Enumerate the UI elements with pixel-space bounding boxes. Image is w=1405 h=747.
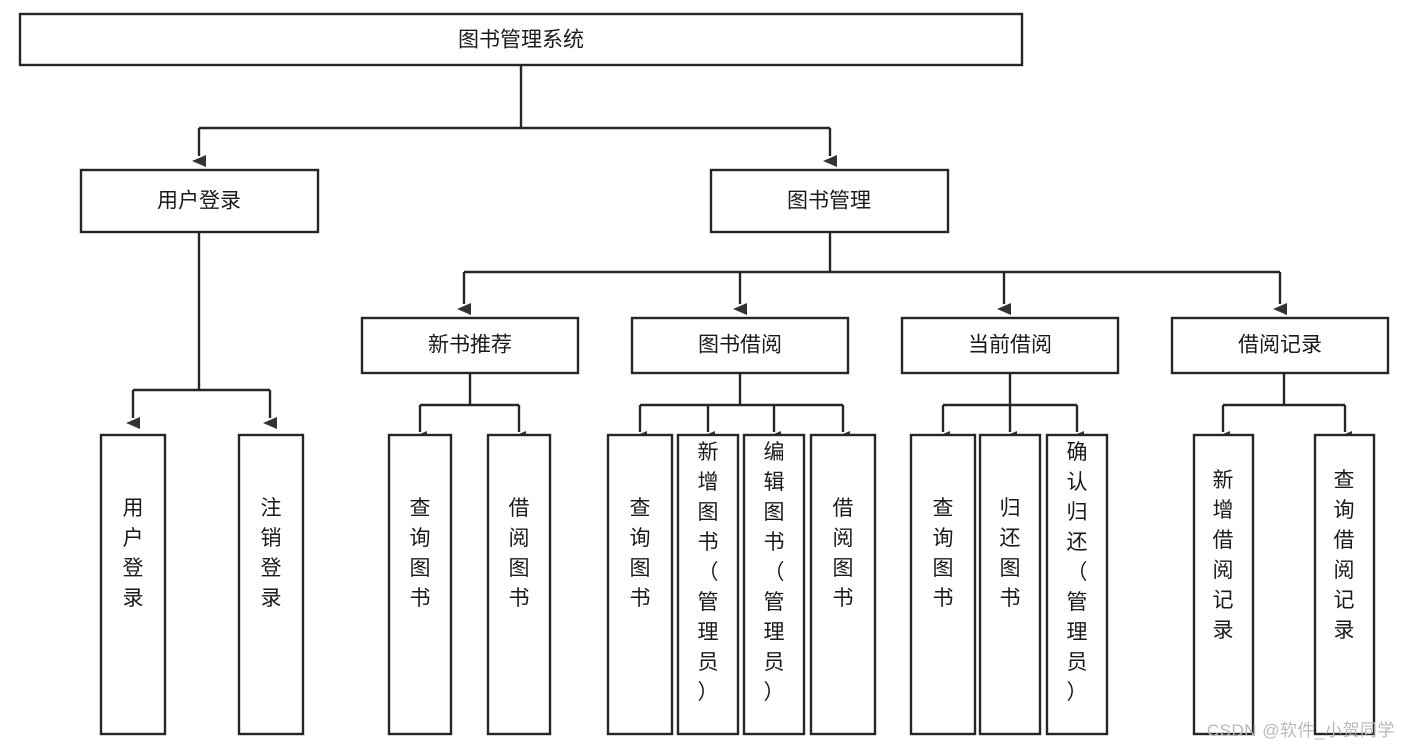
leaf-nb-borrow-book-box[interactable] [486, 433, 552, 736]
connector-group-book-borrow [633, 373, 850, 443]
leaf-cb-return-book-box[interactable] [978, 433, 1042, 736]
node-borrow-record-box[interactable] [1170, 316, 1390, 375]
leaf-bb-edit-book[interactable]: 编辑图书（管理员） [742, 433, 806, 736]
leaf-br-query-record-label: 查询借阅记录 [1334, 469, 1355, 642]
node-book-borrow-box[interactable] [630, 316, 850, 375]
leaf-bb-edit-book-box[interactable] [742, 433, 806, 736]
node-root-box[interactable] [18, 12, 1024, 67]
leaf-bb-query-book-box[interactable] [606, 433, 674, 736]
leaf-bb-edit-book-label: 编辑图书（管理员） [764, 441, 785, 704]
node-borrow-record[interactable]: 借阅记录 [1170, 316, 1390, 375]
node-user-login-label: 用户登录 [157, 190, 241, 213]
leaf-bb-query-book-label: 查询图书 [630, 497, 651, 610]
leaf-cb-return-book[interactable]: 归还图书 [978, 433, 1042, 736]
leaf-br-add-record-label: 新增借阅记录 [1213, 469, 1234, 642]
connector-group-new-book [413, 373, 526, 443]
node-book-borrow-label: 图书借阅 [698, 334, 782, 357]
node-new-book-box[interactable] [360, 316, 580, 375]
node-root-label: 图书管理系统 [458, 29, 584, 52]
node-new-book[interactable]: 新书推荐 [360, 316, 580, 375]
leaf-logout-box[interactable] [237, 433, 305, 736]
leaf-bb-borrow-book[interactable]: 借阅图书 [809, 433, 877, 736]
leaf-bb-add-book[interactable]: 新增图书（管理员） [676, 433, 740, 736]
leaf-cb-confirm-return[interactable]: 确认归还（管理员） [1045, 433, 1109, 736]
leaf-nb-query-book[interactable]: 查询图书 [387, 433, 453, 736]
leaf-nb-borrow-book[interactable]: 借阅图书 [486, 433, 552, 736]
node-user-login-box[interactable] [79, 168, 320, 234]
leaf-br-query-record-box[interactable] [1313, 433, 1376, 736]
leaf-nb-query-book-label: 查询图书 [410, 497, 431, 610]
connector-group-borrow-record [1216, 373, 1352, 443]
node-root[interactable]: 图书管理系统 [18, 12, 1024, 67]
leaf-user-login-box[interactable] [99, 433, 167, 736]
leaf-cb-query-book[interactable]: 查询图书 [909, 433, 977, 736]
node-current-borrow[interactable]: 当前借阅 [900, 316, 1120, 375]
leaf-bb-add-book-box[interactable] [676, 433, 740, 736]
leaf-bb-borrow-book-label: 借阅图书 [833, 497, 854, 610]
node-book-borrow[interactable]: 图书借阅 [630, 316, 850, 375]
leaf-logout[interactable]: 注销登录 [237, 433, 305, 736]
connector-group-user-login [126, 232, 277, 429]
leaf-logout-label: 注销登录 [261, 497, 282, 610]
csdn-watermark: CSDN @软件_小贺同学 [1206, 721, 1395, 740]
leaf-cb-confirm-return-label: 确认归还（管理员） [1067, 441, 1088, 704]
node-book-manage-label: 图书管理 [787, 190, 871, 213]
connector-group-book-manage [457, 232, 1287, 315]
leaf-br-add-record[interactable]: 新增借阅记录 [1192, 433, 1255, 736]
leaf-nb-borrow-book-label: 借阅图书 [509, 497, 530, 610]
connector-group-root [192, 65, 837, 167]
node-current-borrow-label: 当前借阅 [968, 334, 1052, 357]
node-new-book-label: 新书推荐 [428, 334, 512, 357]
node-book-manage[interactable]: 图书管理 [709, 168, 950, 234]
leaf-bb-borrow-book-box[interactable] [809, 433, 877, 736]
node-current-borrow-box[interactable] [900, 316, 1120, 375]
leaf-nb-query-book-box[interactable] [387, 433, 453, 736]
leaf-user-login-label: 用户登录 [123, 497, 144, 610]
node-book-manage-box[interactable] [709, 168, 950, 234]
leaf-cb-confirm-return-box[interactable] [1045, 433, 1109, 736]
node-user-login[interactable]: 用户登录 [79, 168, 320, 234]
leaf-cb-query-book-label: 查询图书 [933, 497, 954, 610]
node-borrow-record-label: 借阅记录 [1238, 334, 1322, 357]
leaf-br-query-record[interactable]: 查询借阅记录 [1313, 433, 1376, 736]
leaf-user-login[interactable]: 用户登录 [99, 433, 167, 736]
leaf-bb-query-book[interactable]: 查询图书 [606, 433, 674, 736]
leaf-br-add-record-box[interactable] [1192, 433, 1255, 736]
leaf-cb-return-book-label: 归还图书 [1000, 497, 1021, 610]
leaf-bb-add-book-label: 新增图书（管理员） [698, 441, 719, 704]
leaf-cb-query-book-box[interactable] [909, 433, 977, 736]
connector-group-current-borrow [936, 373, 1084, 443]
